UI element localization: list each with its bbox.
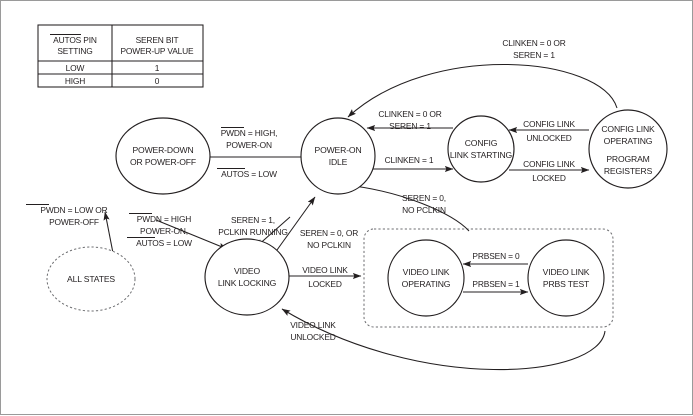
edge-label-line-1: LOCKED — [308, 279, 342, 289]
state-all-states[interactable] — [46, 246, 136, 312]
edge-label-config-link-operating-to-config-link-starting: CONFIG LINK UNLOCKED — [523, 119, 576, 143]
state-video-link-prbs-test-label-1: PRBS TEST — [543, 279, 590, 289]
table-row-1-setting: HIGH — [65, 76, 85, 86]
edge-label-line-1: PCLKIN RUNNING — [218, 227, 288, 237]
state-power-down-label-1: OR POWER-OFF — [130, 157, 196, 167]
edge-label-power-on-idle-to-config-link-starting: CLINKEN = 1 — [385, 155, 434, 165]
state-config-link-operating-label-2: PROGRAM — [606, 154, 649, 164]
edge-label-video-link-operating-to-prbs-test: PRBSEN = 1 — [472, 279, 520, 289]
edge-label-line-0: SEREN = 1, — [231, 215, 275, 225]
state-video-link-operating-label-1: OPERATING — [402, 279, 451, 289]
edge-label-line-0: CONFIG LINK — [523, 159, 575, 169]
edge-label-line-0: SEREN = 0, OR — [300, 228, 358, 238]
edge-label-line-1: POWER-ON — [226, 140, 272, 150]
table-header-0-line-1: SETTING — [57, 46, 92, 56]
state-power-on-idle[interactable] — [300, 117, 376, 195]
edge-label-config-link-operating-to-power-on-idle: CLINKEN = 0 OR SEREN = 1 — [502, 38, 566, 60]
edge-label-line-1: SEREN = 1 — [389, 121, 431, 131]
edge-config-link-operating-to-power-on-idle — [347, 63, 618, 118]
edge-label-line-0: CLINKEN = 0 OR — [378, 109, 441, 119]
state-config-link-starting-label-1: LINK STARTING — [450, 150, 513, 160]
state-video-link-locking[interactable] — [204, 238, 290, 316]
state-config-link-starting[interactable] — [447, 115, 515, 183]
table-header-1-line-1: POWER-UP VALUE — [121, 46, 195, 56]
state-power-down-label-0: POWER-DOWN — [132, 145, 193, 155]
edge-label-config-link-starting-to-power-on-idle: CLINKEN = 0 OR SEREN = 1 — [378, 109, 442, 131]
edge-label-video-link-locking-to-video-link-operating: VIDEO LINK LOCKED — [302, 265, 348, 289]
state-config-link-operating-label-0: CONFIG LINK — [601, 124, 655, 134]
edge-label-line-1: SEREN = 1 — [513, 50, 555, 60]
edge-label-line-0: VIDEO LINK — [302, 265, 348, 275]
table-header-1-line-0: SEREN BIT — [136, 35, 179, 45]
edge-label-line-1: NO PCLKIN — [307, 240, 351, 250]
state-config-link-operating-label-1: OPERATING — [604, 136, 653, 146]
edge-label-config-link-starting-to-config-link-operating: CONFIG LINK LOCKED — [523, 159, 576, 183]
edge-label-line-0: CLINKEN = 0 OR — [502, 38, 565, 48]
video-link-group-box — [363, 228, 614, 328]
edge-label-line-0: VIDEO LINK — [290, 320, 336, 330]
edge-label-line-0: PWDN = HIGH — [137, 214, 192, 224]
state-all-states-label: ALL STATES — [67, 274, 115, 284]
edge-label-video-link-operating-to-video-link-locking: VIDEO LINK UNLOCKED — [290, 320, 336, 342]
edge-all-states-to-video-link-locking — [155, 219, 228, 250]
edge-label-line-2: AUTOS = LOW — [221, 169, 277, 179]
state-video-link-locking-label-0: VIDEO — [234, 266, 260, 276]
edge-label-power-down-to-video-link-locking: SEREN = 1, PCLKIN RUNNING — [218, 215, 288, 237]
edge-video-link-operating-to-power-on-idle — [345, 182, 470, 232]
edge-video-link-locking-to-power-on-idle — [276, 196, 316, 251]
state-video-link-prbs-test[interactable] — [527, 239, 605, 317]
edge-label-line-2: AUTOS = LOW — [136, 238, 192, 248]
edge-label-all-states-to-video-link-locking: PWDN = HIGH POWER-ON, AUTOS = LOW — [127, 213, 192, 248]
state-config-link-operating-label-3: REGISTERS — [604, 166, 653, 176]
edge-label-line-1: POWER-ON, — [140, 226, 188, 236]
edge-label-power-down-to-power-on-idle: PWDN = HIGH, POWER-ON AUTOS = LOW — [217, 127, 278, 179]
edge-label-line-0: SEREN = 0, — [402, 193, 446, 203]
edge-label-line-1: POWER-OFF — [49, 217, 99, 227]
edge-label-line-0: CONFIG LINK — [523, 119, 575, 129]
state-video-link-locking-label-1: LINK LOCKING — [218, 278, 277, 288]
edge-label-prbs-test-to-video-link-operating: PRBSEN = 0 — [472, 251, 520, 261]
edge-label-line-1: NO PCLKIN — [402, 205, 446, 215]
state-video-link-operating-label-0: VIDEO LINK — [403, 267, 450, 277]
table-header-0-line-0: AUTOS PIN — [53, 35, 97, 45]
edge-video-link-operating-to-video-link-locking — [281, 308, 606, 371]
state-video-link-operating[interactable] — [387, 239, 465, 317]
edge-label-all-states-to-power-down: PWDN = LOW OR POWER-OFF — [26, 204, 108, 227]
table-row-0-setting: LOW — [66, 63, 85, 73]
state-power-on-idle-label-0: POWER-ON — [314, 145, 361, 155]
autos-seren-table: AUTOS PIN SETTING SEREN BIT POWER-UP VAL… — [37, 24, 204, 88]
state-config-link-starting-label-0: CONFIG — [465, 138, 498, 148]
edge-all-states-to-power-down — [103, 211, 114, 254]
table-row-0-value: 1 — [155, 63, 160, 73]
edge-label-line-1: UNLOCKED — [290, 332, 335, 342]
edge-label-line-1: LOCKED — [532, 173, 566, 183]
edge-label-line-0: PWDN = LOW OR — [40, 205, 107, 215]
state-power-down[interactable] — [115, 117, 211, 195]
state-video-link-prbs-test-label-0: VIDEO LINK — [543, 267, 590, 277]
table-row-1-value: 0 — [155, 76, 160, 86]
edge-label-line-0: PWDN = HIGH, — [221, 128, 278, 138]
edge-label-line-1: UNLOCKED — [526, 133, 571, 143]
edge-label-video-link-locking-to-power-on-idle: SEREN = 0, OR NO PCLKIN — [300, 228, 359, 250]
edge-label-video-link-operating-to-power-on-idle: SEREN = 0, NO PCLKIN — [402, 193, 446, 215]
state-config-link-operating[interactable] — [588, 109, 668, 189]
state-power-on-idle-label-1: IDLE — [329, 157, 348, 167]
